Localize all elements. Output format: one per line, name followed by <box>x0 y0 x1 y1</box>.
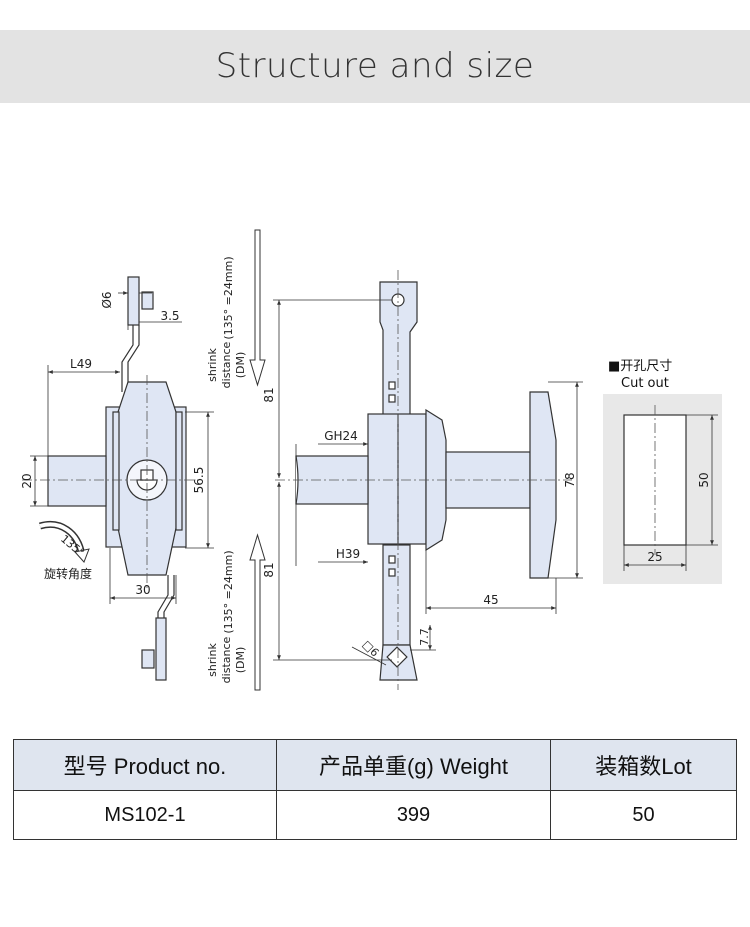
cutout-title-en: Cut out <box>621 376 669 391</box>
shrink-bottom-line1: shrink <box>206 643 219 677</box>
bottom-rod <box>155 617 167 681</box>
rotation-label: 旋转角度 <box>44 566 92 581</box>
shrink-top-line2: distance <box>220 341 233 388</box>
t-handle <box>529 391 557 579</box>
dim-L49: L49 <box>70 357 92 371</box>
dim-25: 25 <box>647 550 662 564</box>
table-row: MS102-1 399 50 <box>13 790 737 840</box>
header-weight: 产品单重(g) Weight <box>276 739 551 791</box>
dim-45: 45 <box>483 593 498 607</box>
title-banner: Structure and size <box>0 30 750 103</box>
page-title: Structure and size <box>215 46 535 86</box>
lower-rod <box>382 544 411 646</box>
shrink-top-line1: shrink <box>206 348 219 382</box>
dim-3-5: 3.5 <box>160 309 179 323</box>
shrink-bottom-formula: (135° =24mm) <box>222 550 235 633</box>
cell-product-no: MS102-1 <box>13 790 277 840</box>
shrink-arrows <box>249 229 266 691</box>
top-rod <box>127 276 140 326</box>
shrink-top-formula: (135° =24mm) <box>222 256 235 339</box>
shrink-top-line3: (DM) <box>234 352 247 379</box>
dim-81-bottom: 81 <box>262 562 276 577</box>
cell-lot: 50 <box>550 790 737 840</box>
rotation-indicator: 135° 旋转角度 <box>38 521 92 581</box>
dim-78: 78 <box>563 472 577 487</box>
cutout-view: ■开孔尺寸 Cut out 50 25 <box>603 359 722 584</box>
cutout-title-cn: ■开孔尺寸 <box>608 359 672 374</box>
dim-GH24: GH24 <box>324 429 358 443</box>
cell-weight: 399 <box>276 790 551 840</box>
middle-housing <box>367 413 427 545</box>
dim-H39: H39 <box>336 547 360 561</box>
dim-56-5: 56.5 <box>192 467 206 494</box>
middle-view <box>295 281 557 681</box>
spec-table: 型号 Product no. 产品单重(g) Weight 装箱数Lot MS1… <box>13 739 737 840</box>
technical-drawing: L49 20 56.5 30 Ø6 3.5 135° 旋转角度 (135° =2… <box>20 229 722 691</box>
top-rod-bend <box>121 325 134 392</box>
header-product-no: 型号 Product no. <box>13 739 277 791</box>
header-lot: 装箱数Lot <box>550 739 737 791</box>
shaft-left <box>47 455 107 507</box>
dim-square-6: □6 <box>360 638 382 660</box>
shrink-bottom-line3: (DM) <box>234 647 247 674</box>
dim-81-top: 81 <box>262 387 276 402</box>
top-nut <box>141 291 154 310</box>
left-view <box>47 276 187 681</box>
dim-50: 50 <box>697 472 711 487</box>
table-header-row: 型号 Product no. 产品单重(g) Weight 装箱数Lot <box>13 739 737 791</box>
dim-20: 20 <box>20 473 34 488</box>
bottom-nut <box>141 649 155 669</box>
dim-30: 30 <box>135 583 150 597</box>
shrink-bottom-line2: distance <box>220 636 233 683</box>
dim-7-7: 7.7 <box>418 628 431 646</box>
dim-dia6: Ø6 <box>100 291 114 308</box>
